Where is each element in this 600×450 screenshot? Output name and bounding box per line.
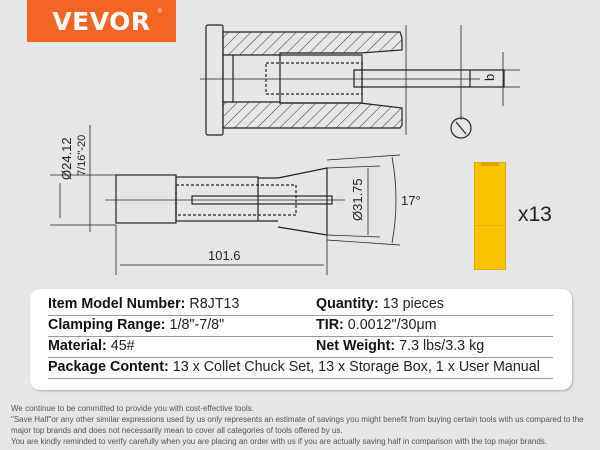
vevor-logo: VEVOR ® xyxy=(27,0,176,42)
head-diameter-dim: Ø31.75 xyxy=(350,178,365,221)
disclaimer: We continue to be committed to provide y… xyxy=(11,403,591,447)
thread-dim: 7/16"-20 xyxy=(76,135,88,176)
spec-tir: TIR: 0.0012"/30μm xyxy=(316,317,437,333)
spec-model: Item Model Number: R8JT13 xyxy=(48,296,240,312)
spec-card: Item Model Number: R8JT13 Quantity: 13 p… xyxy=(30,289,572,390)
spec-row: Clamping Range: 1/8"-7/8" TIR: 0.0012"/3… xyxy=(48,316,553,337)
technical-drawing: b Ø24.12 7/16"-20 Ø31.75 17° 101.6 xyxy=(50,24,520,275)
box-cap xyxy=(481,163,499,166)
storage-box-image xyxy=(474,162,506,270)
bore-dim: b xyxy=(482,74,497,81)
spindle-section-view xyxy=(200,24,520,139)
box-seam xyxy=(475,225,505,226)
spec-quantity: Quantity: 13 pieces xyxy=(316,296,444,312)
spec-row: Item Model Number: R8JT13 Quantity: 13 p… xyxy=(48,295,553,316)
length-dim: 101.6 xyxy=(208,248,241,263)
angle-dim: 17° xyxy=(401,193,421,208)
outer-diameter-dim: Ø24.12 xyxy=(59,137,74,180)
spec-net-weight: Net Weight: 7.3 lbs/3.3 kg xyxy=(316,338,485,354)
spec-row: Package Content: 13 x Collet Chuck Set, … xyxy=(48,358,553,379)
disclaimer-line: "Save Half"or any other similar expressi… xyxy=(11,415,584,435)
spec-row: Material: 45# Net Weight: 7.3 lbs/3.3 kg xyxy=(48,337,553,358)
storage-box-count: x13 xyxy=(518,203,552,226)
disclaimer-line: We continue to be committed to provide y… xyxy=(11,404,254,413)
brand-name: VEVOR xyxy=(52,6,151,36)
spec-clamping-range: Clamping Range: 1/8"-7/8" xyxy=(48,317,225,333)
collet-side-view xyxy=(50,125,401,275)
registered-mark: ® xyxy=(157,9,162,15)
disclaimer-line: You are kindly reminded to verify carefu… xyxy=(11,437,547,446)
spec-package-content: Package Content: 13 x Collet Chuck Set, … xyxy=(48,359,540,375)
spec-material: Material: 45# xyxy=(48,338,135,354)
